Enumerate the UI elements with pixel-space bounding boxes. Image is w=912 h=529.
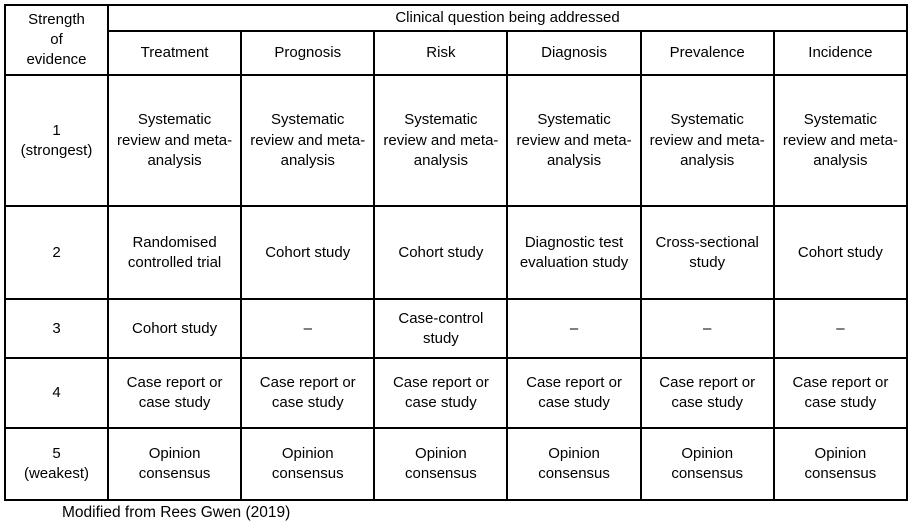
table-cell: Cohort study: [373, 205, 509, 301]
table-cell: Opinion consensus: [240, 427, 376, 502]
table-cell: Case report or case study: [373, 357, 509, 430]
table-cell: Case report or case study: [506, 357, 642, 430]
table-cell: Opinion consensus: [639, 427, 775, 502]
table-cell: Opinion consensus: [506, 427, 642, 502]
table-cell: –: [639, 298, 775, 360]
table-cell: Systematic review and meta-analysis: [240, 74, 376, 208]
row-level: 2: [4, 205, 109, 301]
column-header-prognosis: Prognosis: [240, 30, 376, 77]
table-row: 4 Case report or case study Case report …: [4, 357, 909, 430]
table-cell: Case report or case study: [240, 357, 376, 430]
source-note: Modified from Rees Gwen (2019): [62, 504, 291, 521]
table-row: 1 (strongest) Systematic review and meta…: [4, 74, 909, 208]
table-cell: Case report or case study: [639, 357, 775, 430]
table-cell: Case report or case study: [106, 357, 243, 430]
table-cell: Systematic review and meta-analysis: [373, 74, 509, 208]
table-row: 5 (weakest) Opinion consensus Opinion co…: [4, 427, 909, 502]
table-cell: Opinion consensus: [373, 427, 509, 502]
table-cell: –: [506, 298, 642, 360]
row-level: 3: [4, 298, 109, 360]
table-row: 3 Cohort study – Case-control study – – …: [4, 298, 909, 360]
column-header-prevalence: Prevalence: [639, 30, 775, 77]
table-cell: Opinion consensus: [106, 427, 243, 502]
row-level: 5 (weakest): [4, 427, 109, 502]
table-cell: Randomised controlled trial: [106, 205, 243, 301]
column-header-treatment: Treatment: [106, 30, 243, 77]
table-cell: Systematic review and meta-analysis: [506, 74, 642, 208]
group-header-clinical-question: Clinical question being addressed: [107, 3, 908, 33]
table-cell: Systematic review and meta-analysis: [639, 74, 775, 208]
table-cell: Opinion consensus: [772, 427, 909, 502]
table-cell: Systematic review and meta-analysis: [772, 74, 909, 208]
corner-header-strength-of-evidence: Strength of evidence: [4, 3, 109, 77]
table-cell: –: [240, 298, 376, 360]
table-cell: Case report or case study: [772, 357, 909, 430]
table-row: 2 Randomised controlled trial Cohort stu…: [4, 205, 909, 301]
table-cell: Cohort study: [106, 298, 243, 360]
column-header-incidence: Incidence: [772, 30, 909, 77]
table-cell: Diagnostic test evaluation study: [506, 205, 642, 301]
table-cell: Cross-sectional study: [639, 205, 775, 301]
table-cell: –: [772, 298, 909, 360]
row-level: 4: [4, 357, 109, 430]
row-level: 1 (strongest): [4, 74, 109, 208]
evidence-table: Strength of evidence Clinical question b…: [4, 3, 909, 502]
table-cell: Systematic review and meta-analysis: [106, 74, 243, 208]
table-cell: Case-control study: [373, 298, 509, 360]
table-cell: Cohort study: [772, 205, 909, 301]
table-cell: Cohort study: [240, 205, 376, 301]
column-header-risk: Risk: [373, 30, 509, 77]
column-header-diagnosis: Diagnosis: [506, 30, 642, 77]
